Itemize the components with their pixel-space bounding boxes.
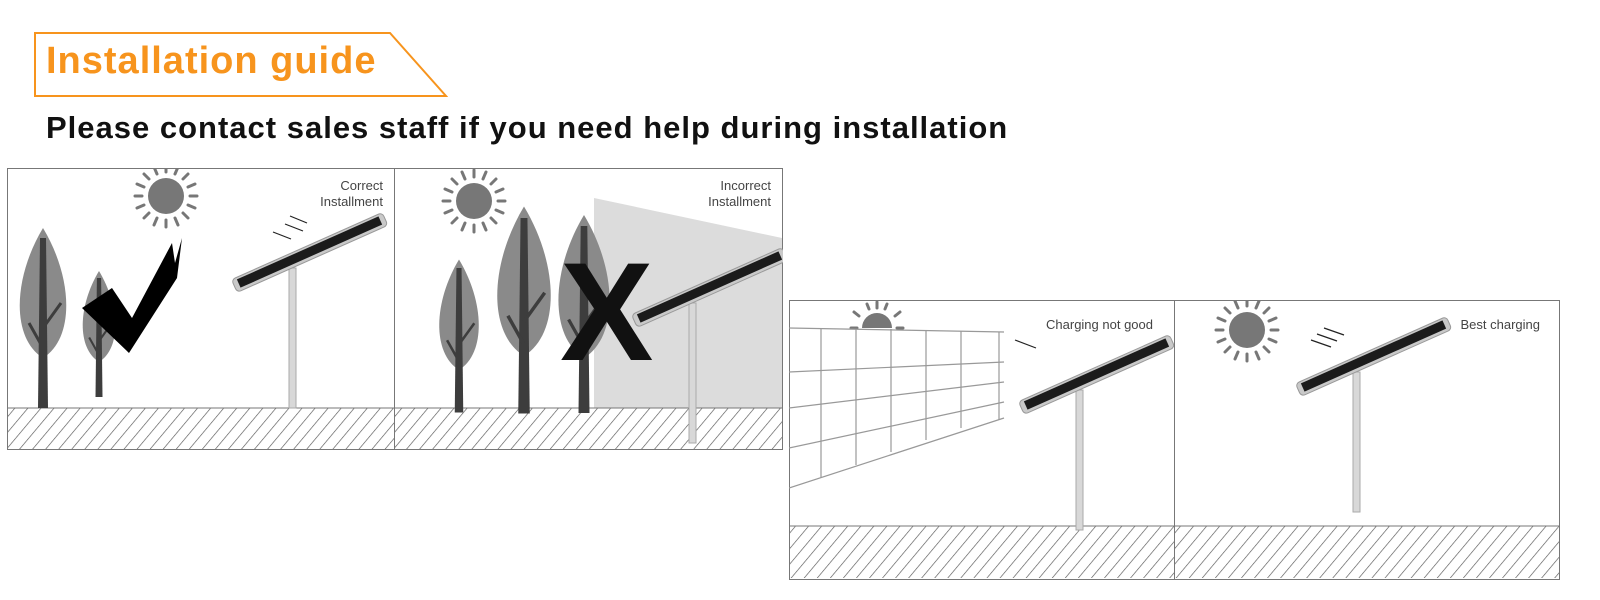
page-title: Installation guide [46, 40, 377, 82]
title-banner: Installation guide [34, 32, 448, 98]
panel-label: Best charging [1460, 317, 1541, 332]
panel-charging-not-good: Charging not good [789, 300, 1175, 580]
panel-label: Correct Installment [320, 178, 383, 209]
checkmark-icon [82, 238, 182, 353]
title-banner-frame [34, 32, 448, 97]
wall-grid [789, 327, 1005, 489]
panel-correct-installment: Correct Installment [7, 168, 395, 450]
panel-label: Incorrect Installment [708, 178, 771, 209]
panel-label: Charging not good [1046, 317, 1153, 332]
page-subtitle: Please contact sales staff if you need h… [46, 110, 1009, 145]
panel-best-charging: Best charging [1174, 300, 1560, 580]
panel-incorrect-installment: X Incorrect Installment [394, 168, 783, 450]
